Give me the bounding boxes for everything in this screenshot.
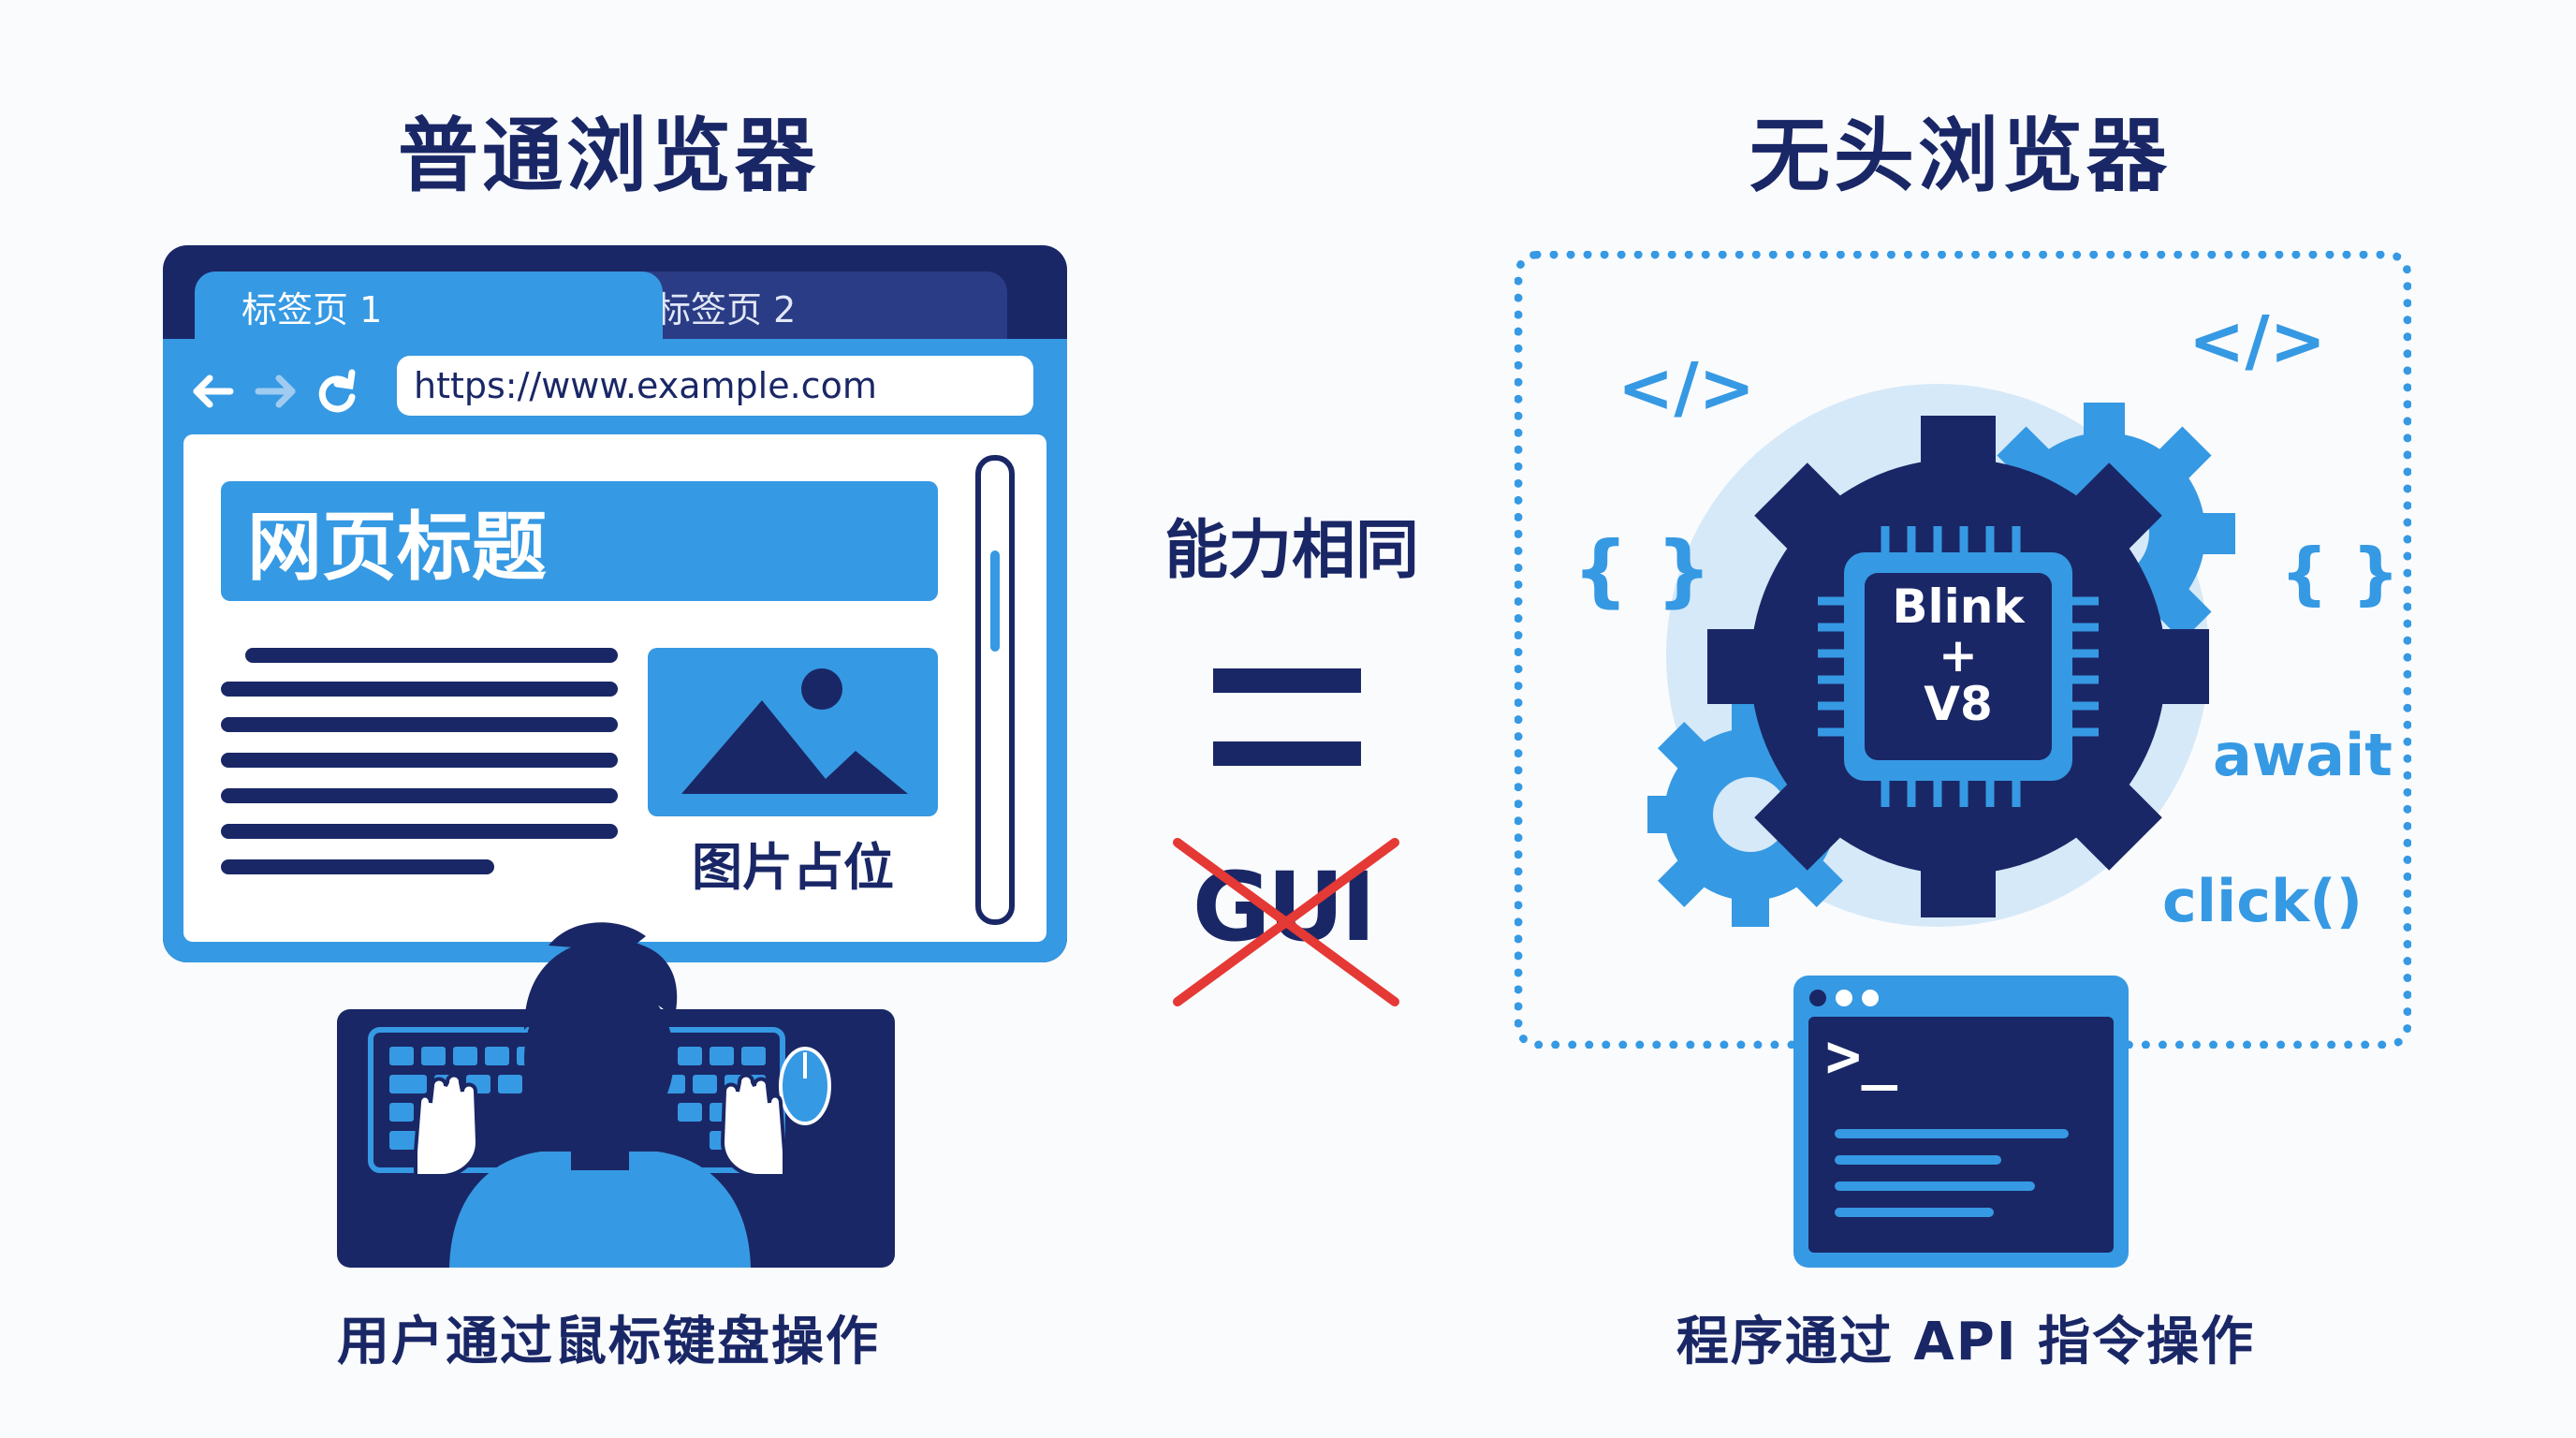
terminal-window-icon: >_ [1793,976,2129,1268]
forward-arrow-icon [255,374,296,408]
normal-browser-title: 普通浏览器 [398,110,819,203]
gear-engine-illustration [1647,384,2235,927]
main-gear-icon [1707,416,2209,917]
code-tag-token: </> [1617,348,1755,427]
equals-sign [1213,668,1361,766]
window-dots-icon [1809,990,1879,1006]
click-token: click() [2162,867,2363,935]
text-line [221,682,618,697]
user-at-keyboard-illustration [368,922,831,1268]
terminal-line [1835,1155,2001,1165]
reload-icon [318,369,356,413]
text-line [221,753,618,768]
engine-plus: + [1939,628,1978,682]
tab-1: 标签页 1 [195,271,663,341]
terminal-line [1835,1129,2069,1138]
engine-blink: Blink [1892,580,2025,634]
left-hand-icon [414,1073,480,1178]
scrollbar [975,455,1015,925]
await-token: await [2213,721,2393,789]
terminal-line [1835,1181,2035,1191]
terminal-prompt: >_ [1825,1022,1898,1092]
scrollbar-thumb [990,550,1000,652]
back-arrow-icon [193,374,234,408]
normal-browser-caption: 用户通过鼠标键盘操作 [337,1312,880,1372]
mountain-image-icon [681,668,908,794]
address-bar: https://www.example.com [397,356,1033,416]
code-brace-token: { } [2280,534,2400,612]
person-icon [449,922,751,1268]
engine-v8: V8 [1924,677,1993,731]
chip-icon [1818,526,2099,807]
code-brace-token: { } [1573,524,1712,616]
terminal-line [1835,1208,1994,1217]
terminal-screen: >_ [1808,1017,2114,1253]
image-placeholder-label: 图片占位 [692,838,894,897]
text-line [221,788,618,803]
headless-browser-title: 无头浏览器 [1749,110,2171,203]
webpage-content: 网页标题 图片占位 [183,434,1046,942]
text-line [221,859,494,874]
code-tag-token: </> [2188,301,2326,380]
same-capability-label: 能力相同 [1164,514,1419,588]
text-line [221,717,618,732]
headless-browser-caption: 程序通过 API 指令操作 [1676,1312,2256,1372]
text-line [221,824,618,839]
page-heading: 网页标题 [221,481,938,601]
text-line [245,648,618,663]
image-placeholder [648,648,938,816]
engine-label: Blink + V8 [1865,582,2052,728]
cross-out-icon [1173,838,1399,1006]
right-hand-icon [720,1073,786,1178]
browser-nav-icons [193,369,356,413]
browser-window-illustration: 标签页 2 标签页 1 https://www.example.com 网页标题 [163,245,1067,962]
mouse-icon [779,1047,831,1125]
